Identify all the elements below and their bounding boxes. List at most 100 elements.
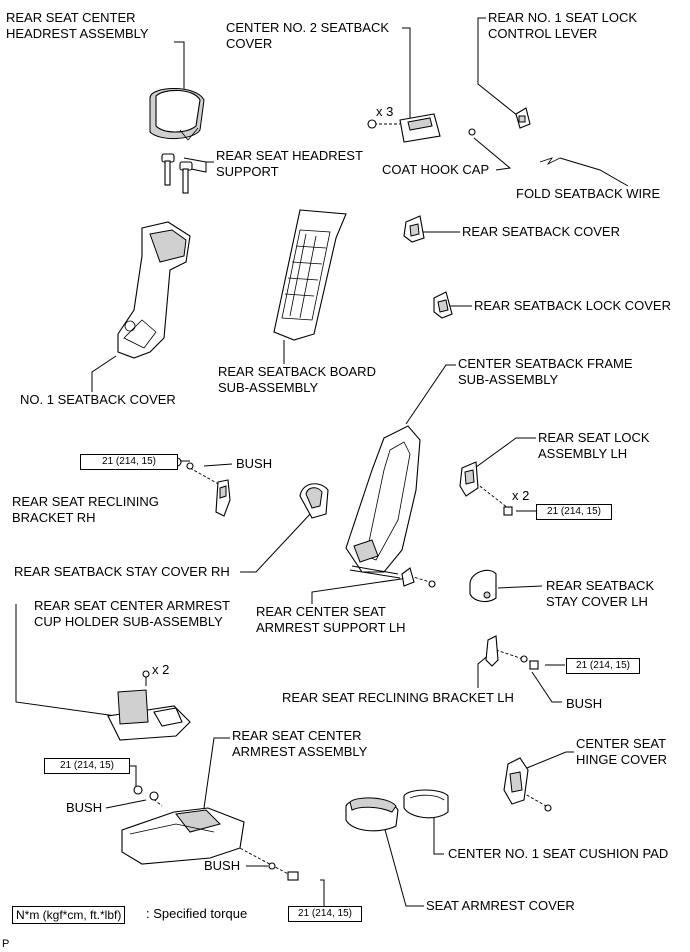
reclining-bracket-lh-part: [485, 635, 539, 670]
label-line: REAR NO. 1 SEAT LOCK: [488, 10, 638, 25]
label-seat-armrest-cover: SEAT ARMREST COVER: [426, 898, 575, 913]
leader-frame: [405, 364, 456, 425]
leader-armrest-cover: [383, 825, 424, 907]
label-line: ARMREST SUPPORT LH: [256, 620, 406, 635]
leader-lock-lever: [477, 17, 519, 117]
leader-bush-3: [105, 799, 147, 809]
headrest-support-part: [161, 153, 193, 194]
label-line: ARMREST ASSEMBLY: [232, 744, 368, 759]
label-line: CONTROL LEVER: [488, 26, 598, 41]
label-line: REAR SEAT CENTER ARMREST: [34, 598, 230, 613]
label-line: CENTER SEATBACK FRAME: [458, 356, 633, 371]
leader-center-no2-cover: [402, 27, 411, 118]
leader-bush-2: [531, 671, 562, 703]
leader-stay-cover-lh: [497, 585, 543, 589]
label-bush-2: BUSH: [566, 696, 603, 711]
label-center-no1-seat-cushion-pad: CENTER NO. 1 SEAT CUSHION PAD: [448, 846, 669, 861]
torque-box-1: 21 (214, 15): [80, 454, 178, 470]
label-line: COVER: [226, 36, 273, 51]
label-line: REAR SEAT LOCK: [538, 430, 650, 445]
label-fold-seatback-wire: FOLD SEATBACK WIRE: [516, 186, 661, 201]
no1-seatback-cover-part: [117, 221, 191, 359]
leader-headrest-support-b: [183, 157, 207, 163]
leader-no1-seatback-cover: [91, 355, 117, 392]
label-bush-1: BUSH: [236, 456, 273, 471]
leader-headrest: [174, 41, 185, 90]
label-bush-3: BUSH: [66, 800, 103, 815]
label-rear-seatback-lock-cover: REAR SEATBACK LOCK COVER: [474, 298, 671, 313]
label-rear-seat-reclining-bracket-lh: REAR SEAT RECLINING BRACKET LH: [282, 690, 514, 705]
armrest-cover-part: [345, 797, 399, 832]
leader-torque-5: [320, 879, 325, 906]
label-specified-torque: : Specified torque: [146, 906, 248, 921]
torque-box-5: 21 (214, 15): [288, 906, 362, 922]
rear-seatback-lock-cover-part: [433, 291, 453, 319]
label-line: REAR SEAT HEADREST: [216, 148, 363, 163]
seat-lock-lh-part: [459, 461, 513, 516]
leader-armrest-support: [311, 577, 409, 604]
torque-box-2: 21 (214, 15): [536, 504, 612, 520]
label-line: BRACKET RH: [12, 510, 96, 525]
stay-cover-lh-part: [469, 569, 497, 603]
fold-seatback-wire-part: [539, 157, 561, 166]
cup-holder-part: [107, 670, 191, 741]
leader-cup-holder: [15, 688, 117, 717]
label-line: CUP HOLDER SUB-ASSEMBLY: [34, 614, 223, 629]
stay-cover-rh-part: [299, 483, 329, 519]
page-marker: P: [2, 938, 10, 950]
reclining-bracket-rh-part: [215, 479, 231, 517]
label-no1-seatback-cover: NO. 1 SEATBACK COVER: [20, 392, 176, 407]
leader-fold-wire: [559, 157, 629, 187]
label-line: REAR SEAT RECLINING: [12, 494, 159, 509]
torque-legend-box: N*m (kgf*cm, ft.*lbf): [12, 906, 126, 924]
leader-seat-lock: [471, 437, 536, 471]
label-line: STAY COVER LH: [546, 594, 648, 609]
leader-headrest-support: [185, 161, 214, 173]
label-coat-hook-cap: COAT HOOK CAP: [382, 162, 490, 177]
leader-hinge-cover: [521, 751, 574, 771]
cushion-pad-part: [403, 789, 449, 819]
label-line: SUB-ASSEMBLY: [458, 372, 559, 387]
leader-torque-3: [130, 765, 137, 790]
label-line: CENTER NO. 2 SEATBACK: [226, 20, 390, 35]
leader-bush-1: [203, 463, 233, 467]
leader-lines: [15, 17, 629, 907]
center-seatback-frame-part: [345, 425, 421, 579]
torque-box-4: 21 (214, 15): [566, 658, 640, 674]
seatback-board-part: [273, 209, 347, 341]
label-line: HINGE COVER: [576, 752, 668, 767]
label-rear-seatback-stay-cover-rh: REAR SEATBACK STAY COVER RH: [14, 564, 230, 579]
label-line: REAR SEAT CENTER: [6, 10, 136, 25]
label-x3: x 3: [376, 104, 394, 119]
torque-box-3: 21 (214, 15): [44, 758, 130, 774]
label-x2-b: x 2: [152, 662, 170, 677]
label-line: REAR SEATBACK: [546, 578, 655, 593]
label-line: REAR CENTER SEAT: [256, 604, 386, 619]
center-no2-cover-part: [367, 113, 441, 143]
leader-armrest-assembly: [203, 737, 230, 809]
coat-hook-cap-part: [468, 128, 476, 136]
label-line: REAR SEAT CENTER: [232, 728, 362, 743]
lock-lever-part: [515, 107, 531, 129]
label-line: SUB-ASSEMBLY: [218, 380, 319, 395]
label-rear-seatback-cover: REAR SEATBACK COVER: [462, 224, 620, 239]
leader-cushion-pad: [433, 818, 444, 855]
label-x2-a: x 2: [512, 488, 530, 503]
label-line: HEADREST ASSEMBLY: [6, 26, 149, 41]
label-line: ASSEMBLY LH: [538, 446, 628, 461]
label-line: CENTER SEAT: [576, 736, 667, 751]
